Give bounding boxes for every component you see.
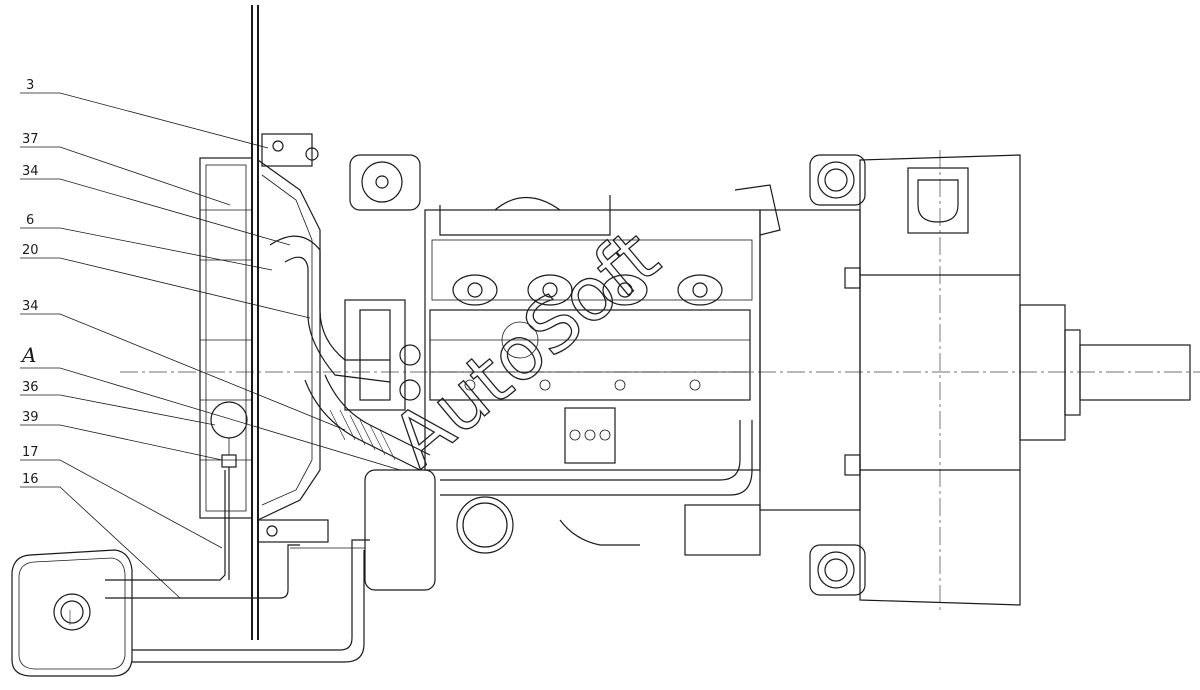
callout-34-lower-label: 34 [22,299,39,314]
callouts: 3 37 34 6 20 34 A 36 [20,78,401,599]
injector-3 [602,274,648,306]
callout-17-label: 17 [22,445,39,460]
callout-34-upper-label: 34 [22,164,39,179]
callout-17: 17 [20,445,223,549]
radiator-fan-assembly [199,5,329,640]
callout-20: 20 [20,243,311,319]
callout-34-lower: 34 [20,299,346,431]
callout-6-label: 6 [26,213,34,228]
callout-39: 39 [20,410,223,461]
callout-20-label: 20 [22,243,39,258]
callout-3: 3 [20,78,269,149]
callout-36: 36 [20,380,216,426]
callout-39-label: 39 [22,410,39,425]
callout-16-label: 16 [22,472,39,487]
watermark-text: AutoSoft [376,214,675,484]
expansion-tank [11,470,370,677]
flywheel-housing [759,154,1191,606]
callout-37-label: 37 [22,132,39,147]
callout-34-upper: 34 [20,164,291,246]
coolant-hoses [269,235,431,471]
callout-A: A [20,343,401,471]
injector-1 [452,274,498,306]
callout-36-label: 36 [22,380,39,395]
callout-A-label: A [20,343,36,367]
engine-block [424,184,781,556]
callout-3-label: 3 [26,78,34,93]
injector-4 [677,274,723,306]
callout-6: 6 [20,213,273,271]
injector-2 [527,274,573,306]
callout-37: 37 [20,132,231,206]
callout-16: 16 [20,472,181,599]
front-pulley [344,154,514,591]
